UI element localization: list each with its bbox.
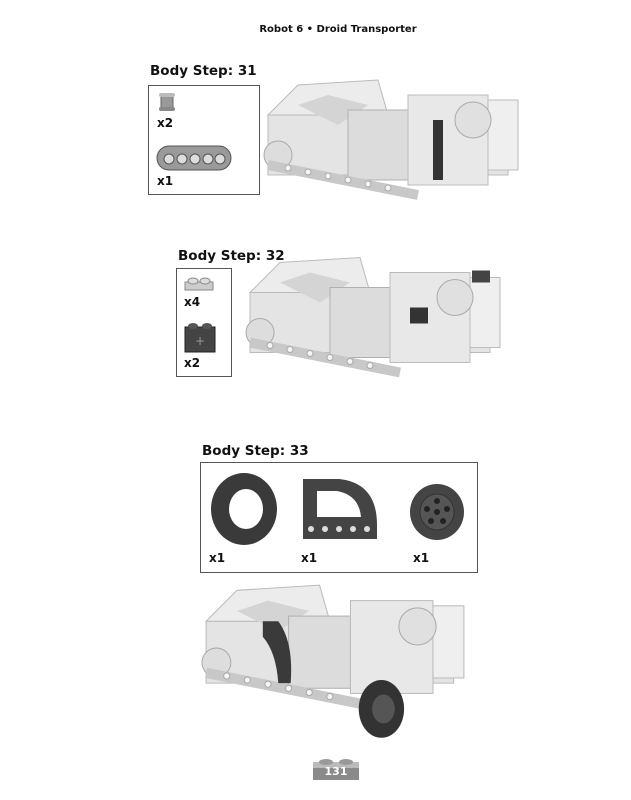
bush-part-icon xyxy=(159,93,175,111)
technic-brick-part-icon: + xyxy=(184,323,216,353)
plate-part-icon xyxy=(184,277,214,291)
part-qty: x1 xyxy=(157,174,174,188)
step-32-parts-box: x4 + x2 xyxy=(176,268,232,377)
curved-beam-part-icon xyxy=(303,479,377,539)
step-31-title: Body Step: 31 xyxy=(150,63,257,79)
part-qty: x2 xyxy=(157,116,174,130)
step-31-parts-box: x2 x1 xyxy=(148,85,260,195)
part-qty: x2 xyxy=(184,356,201,370)
svg-text:+: + xyxy=(195,334,205,348)
part-qty: x4 xyxy=(184,295,201,309)
wheel-hub-part-icon xyxy=(410,484,464,540)
beam-part-icon xyxy=(156,145,232,171)
step-32-title: Body Step: 32 xyxy=(178,248,285,264)
page-number: 131 xyxy=(324,765,348,778)
step-33-parts-box: x1 x1 x1 xyxy=(200,462,478,573)
page-number-badge: 131 xyxy=(313,758,359,780)
part-qty: x1 xyxy=(413,551,430,565)
step-33-model-illustration xyxy=(195,580,475,738)
brick-icon xyxy=(313,759,359,780)
step-33-title: Body Step: 33 xyxy=(202,443,309,459)
page-header: Robot 6 • Droid Transporter xyxy=(259,24,417,35)
part-qty: x1 xyxy=(301,551,318,565)
part-qty: x1 xyxy=(209,551,226,565)
step-32-model-illustration xyxy=(240,250,510,385)
tire-part-icon xyxy=(211,473,277,545)
step-31-model-illustration xyxy=(258,65,528,215)
